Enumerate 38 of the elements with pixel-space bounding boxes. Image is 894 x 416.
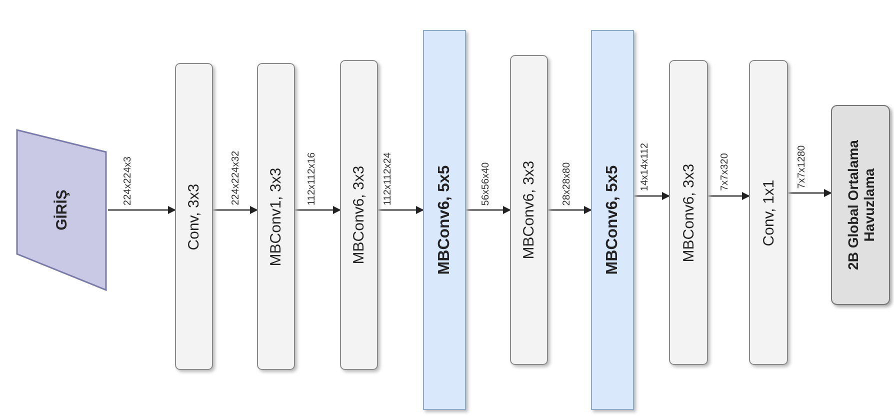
edge-label: 56x56x40 [480, 162, 492, 206]
layer-block [591, 30, 634, 410]
layer-label: MBConv1, 3x3 [267, 167, 285, 266]
edge-label: 224x224x32 [230, 150, 242, 205]
arrow [213, 206, 258, 214]
pooling-block [831, 105, 890, 305]
layer-label: MBConv6, 3x3 [520, 160, 538, 260]
layer-block [340, 60, 378, 370]
layer-block [423, 30, 466, 410]
layer-label: 2B Global Ortalama Havuzlama [844, 139, 877, 272]
edge-label: 112x112x24 [382, 152, 394, 205]
layer-label: MBConv6, 5x5 [603, 165, 622, 275]
edge-label: 14x14x112 [640, 142, 650, 192]
layer-block [669, 60, 708, 365]
edge-label: 7x7x320 [720, 153, 730, 191]
layer-block [175, 63, 213, 370]
input-parallelogram [15, 128, 108, 292]
arrow [548, 206, 592, 214]
layer-label: MBConv6, 3x3 [680, 163, 698, 262]
layer-block [749, 60, 788, 365]
layer-label: MBConv6, 3x3 [350, 166, 368, 264]
arrow [788, 189, 832, 197]
arrow [108, 206, 176, 214]
layer-label: GİRİŞ [52, 190, 70, 230]
edge-label: 224x224x3 [122, 156, 134, 205]
arrow [708, 192, 750, 200]
arrow [466, 206, 511, 214]
arrow [634, 192, 670, 200]
layer-label: MBConv6, 5x5 [435, 165, 454, 275]
arrow [378, 206, 424, 214]
layer-label: Conv, 1x1 [760, 179, 778, 246]
layer-block [257, 63, 295, 370]
layer-label: Conv, 3x3 [185, 183, 203, 250]
edge-label: 7x7x1280 [796, 144, 808, 188]
edge-label: 112x112x16 [306, 152, 318, 205]
edge-label: 28x28x80 [562, 162, 572, 206]
arrow [295, 206, 341, 214]
layer-block [510, 55, 548, 365]
